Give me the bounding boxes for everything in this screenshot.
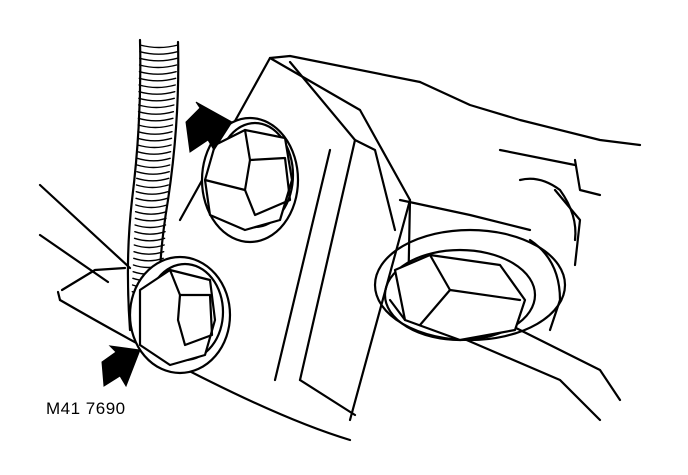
hose-rib	[135, 184, 170, 189]
lower-arrow-pointer	[101, 345, 141, 388]
hose-rib	[133, 237, 166, 242]
hose-rib	[135, 190, 169, 195]
hose-rib	[137, 130, 173, 135]
hose-rib	[135, 197, 169, 202]
lower-bolt	[128, 255, 232, 375]
hose-rib	[139, 44, 179, 49]
hose-rib	[133, 244, 165, 249]
hose-rib	[137, 137, 173, 142]
hose-rib	[135, 177, 170, 182]
hose-rib	[137, 104, 175, 109]
hose-rib	[133, 250, 165, 255]
hose-rib	[139, 57, 178, 62]
hose-rib	[136, 144, 172, 149]
hose-rib	[137, 110, 175, 115]
hose-rib	[137, 124, 174, 129]
hose-rib	[138, 84, 176, 89]
hose-rib	[138, 97, 176, 102]
hose-rib	[136, 170, 170, 175]
casting-outline	[38, 183, 352, 442]
right-bolt	[373, 228, 567, 342]
hose-rib	[136, 150, 172, 155]
hose-rib	[134, 217, 167, 222]
hose-rib	[138, 64, 178, 69]
hose-rib	[138, 70, 177, 75]
hose-rib	[134, 210, 168, 215]
hose-rib	[133, 257, 164, 262]
upper-bolt	[200, 116, 300, 244]
hose-rib	[137, 117, 174, 122]
hose-rib	[138, 90, 176, 95]
hose-rib	[139, 50, 179, 55]
hose-rib	[134, 230, 166, 235]
hose-rib	[136, 157, 171, 162]
hose-rib	[136, 164, 171, 169]
hose-rib	[134, 224, 167, 229]
figure-reference-code: M41 7690	[46, 399, 126, 418]
upper-arrow-pointer	[185, 101, 233, 153]
hose-rib	[135, 204, 168, 209]
hose-rib	[138, 77, 177, 82]
